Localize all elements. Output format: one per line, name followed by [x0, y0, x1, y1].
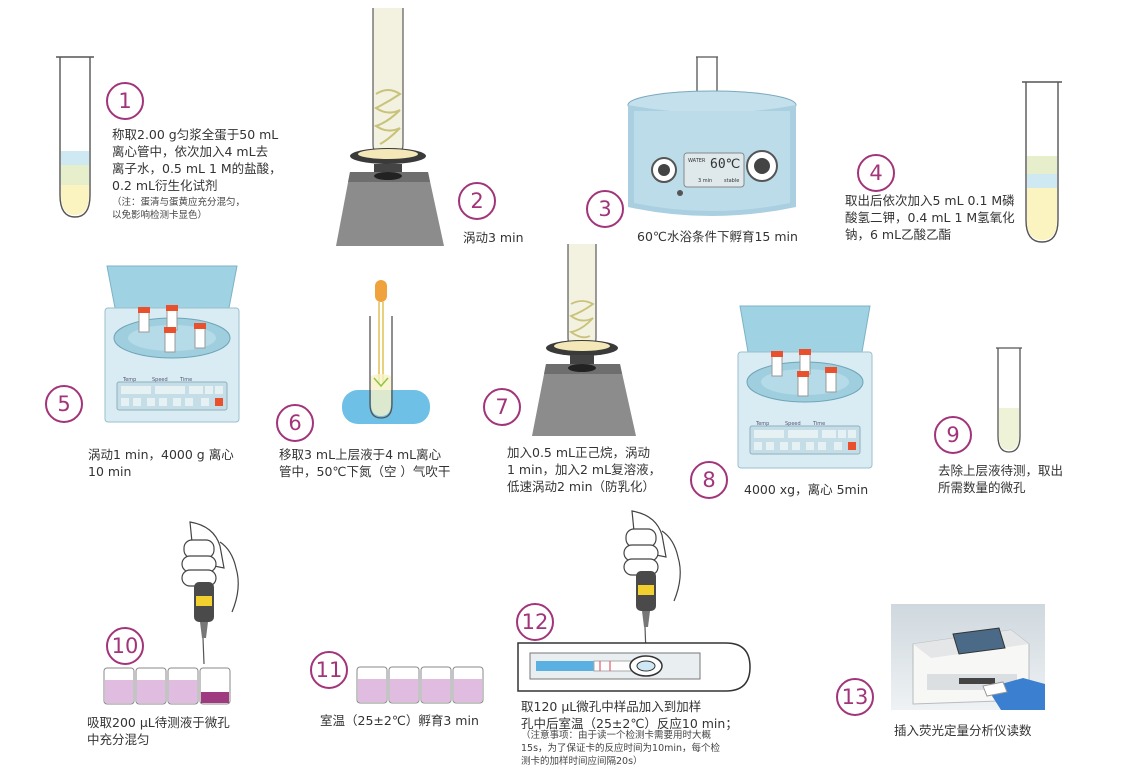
- step-4-text: 取出后依次加入5 mL 0.1 M磷 酸氢二钾，0.4 mL 1 M氢氧化 钠，…: [845, 193, 1015, 242]
- step-9-text: 去除上层液待测，取出 所需数量的微孔: [938, 463, 1064, 495]
- centrifuge-label-speed: Speed: [152, 377, 168, 383]
- step-1-number: 1: [106, 82, 144, 120]
- step-2-number: 2: [458, 182, 496, 220]
- step-11-number: 11: [310, 651, 348, 689]
- centrifuge-label-temp: Temp: [756, 421, 770, 427]
- step-7-text: 加入0.5 mL正己烷，涡动 1 min，加入2 mL复溶液， 低速涡动2 mi…: [507, 445, 662, 494]
- water-bath-illustration: [627, 56, 797, 216]
- bath-display-stable: stable: [724, 178, 740, 184]
- centrifuge-tube-illustration: [996, 347, 1022, 453]
- step-13-number: 13: [836, 678, 874, 716]
- centrifuge-tube-illustration: [56, 56, 94, 218]
- microwell-strip-illustration: [356, 666, 484, 704]
- step-1-text: 称取2.00 g匀浆全蛋于50 mL 离心管中，依次加入4 mL去 离子水，0.…: [112, 127, 282, 193]
- fluorescence-analyzer-photo: [891, 604, 1045, 710]
- step-8-number: 8: [690, 461, 728, 499]
- pipette-hand-illustration: [623, 510, 681, 654]
- step-4-number: 4: [857, 154, 895, 192]
- step-11-text: 室温（25±2℃）孵育3 min: [320, 713, 479, 728]
- step-13-text: 插入荧光定量分析仪读数: [894, 723, 1032, 738]
- centrifuge-label-time: Time: [180, 377, 193, 383]
- bath-display-water: WATER: [688, 158, 706, 164]
- centrifuge-illustration: [104, 265, 240, 423]
- step-8-text: 4000 xg，离心 5min: [744, 482, 869, 497]
- step-12-text: 取120 μL微孔中样品加入到加样 孔中后室温（25±2℃）反应10 min；: [521, 699, 738, 731]
- nitrogen-drying-illustration: [342, 280, 430, 424]
- vortex-mixer-illustration: [532, 244, 636, 436]
- centrifuge-illustration: [737, 305, 873, 469]
- bath-display-min: 3 min: [698, 178, 713, 184]
- step-3-number: 3: [586, 190, 624, 228]
- step-7-number: 7: [483, 388, 521, 426]
- step-1-note: （注：蛋清与蛋黄应充分混匀， 以免影响检测卡显色）: [112, 197, 246, 221]
- step-12-note: （注意事项：由于读一个检测卡需要用时大概 15s，为了保证卡的反应时间为10mi…: [521, 730, 721, 767]
- step-10-text: 吸取200 μL待测液于微孔 中充分混匀: [87, 715, 230, 747]
- step-5-text: 涡动1 min，4000 g 离心 10 min: [88, 447, 234, 479]
- pipette-hand-illustration: [181, 521, 239, 665]
- step-6-number: 6: [276, 404, 314, 442]
- step-6-text: 移取3 mL上层液于4 mL离心 管中，50℃下氮（空 ）气吹干: [279, 447, 451, 479]
- centrifuge-label-temp: Temp: [123, 377, 137, 383]
- microwell-strip-illustration: [103, 667, 231, 705]
- test-card-illustration: [517, 642, 751, 692]
- vortex-mixer-illustration: [336, 8, 444, 246]
- step-3-text: 60℃水浴条件下孵育15 min: [637, 229, 798, 244]
- step-12-number: 12: [516, 603, 554, 641]
- step-5-number: 5: [45, 385, 83, 423]
- centrifuge-label-time: Time: [813, 421, 826, 427]
- centrifuge-tube-illustration: [1022, 81, 1062, 243]
- bath-display-value: 60℃: [710, 157, 741, 172]
- step-9-number: 9: [934, 416, 972, 454]
- step-2-text: 涡动3 min: [463, 230, 524, 245]
- centrifuge-label-speed: Speed: [785, 421, 801, 427]
- step-10-number: 10: [106, 627, 144, 665]
